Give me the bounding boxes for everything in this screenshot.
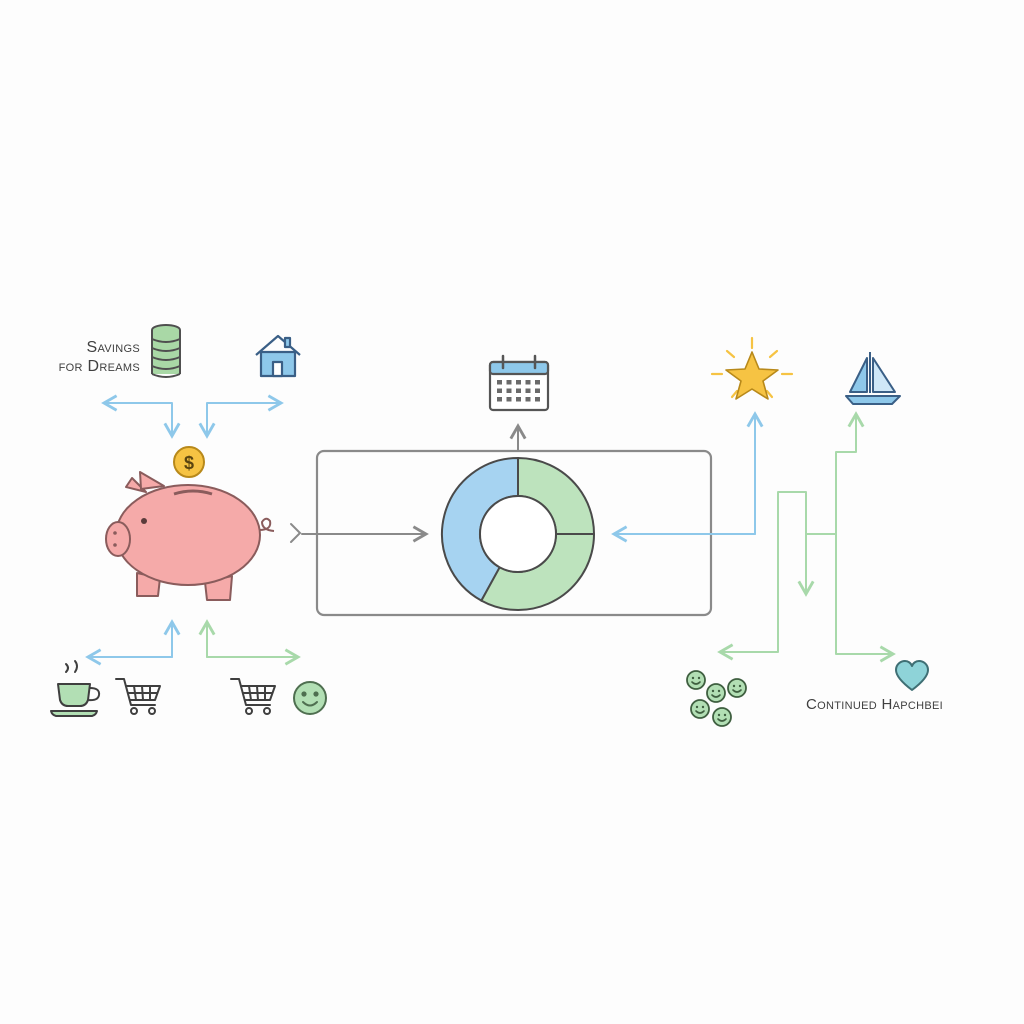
- calendar-day-cell: [506, 380, 512, 385]
- calendar-day-cell: [525, 388, 531, 393]
- calendar-day-cell: [516, 388, 521, 393]
- small-smiley-icon: [706, 683, 726, 703]
- calendar-day-cell: [497, 397, 502, 402]
- donut-hole: [479, 495, 557, 573]
- coffee-cup-icon: [50, 660, 101, 717]
- coin-stack-icon: [151, 324, 181, 378]
- calendar-day-cell: [535, 380, 540, 385]
- savings-label-line1: Savings: [86, 339, 140, 356]
- small-smiley-icon: [686, 670, 706, 690]
- shopping-cart-icon: [115, 678, 161, 715]
- donut-chart-icon: [441, 456, 595, 611]
- shopping-cart-icon: [230, 678, 276, 715]
- smiley-face-icon: [293, 681, 327, 715]
- calendar-icon: [488, 354, 550, 412]
- small-smiley-icon: [690, 699, 710, 719]
- calendar-day-cell: [497, 388, 502, 393]
- house-icon: [255, 334, 301, 378]
- piggy-bank-icon: [105, 471, 275, 601]
- calendar-day-cell: [525, 397, 531, 402]
- calendar-day-cell: [535, 388, 540, 393]
- calendar-day-cell: [506, 397, 512, 402]
- small-smiley-icon: [712, 707, 732, 727]
- flow-arrows-center: [290, 423, 527, 543]
- bottom-left-arrows: [85, 619, 301, 666]
- smiley-group-icon: [686, 670, 747, 727]
- calendar-day-cell: [497, 380, 502, 385]
- calendar-day-cell: [516, 397, 521, 402]
- calendar-day-cell: [516, 380, 521, 385]
- savings-for-dreams-label: Savings for Dreams: [48, 338, 140, 376]
- heart-icon: [895, 660, 929, 691]
- right-arrows: [611, 411, 896, 663]
- calendar-day-cell: [525, 380, 531, 385]
- savings-label-line2: for Dreams: [58, 358, 140, 375]
- dollar-coin-icon: $: [173, 446, 205, 478]
- small-smiley-icon: [727, 678, 747, 698]
- sailboat-icon: [845, 352, 901, 405]
- calendar-grid: [497, 380, 540, 402]
- dollar-symbol: $: [184, 453, 194, 473]
- calendar-day-cell: [535, 397, 540, 402]
- calendar-day-cell: [506, 388, 512, 393]
- continued-happiness-label: Continued Hapchbei: [806, 696, 943, 713]
- top-left-arrows: [101, 394, 284, 439]
- star-icon: [710, 336, 794, 400]
